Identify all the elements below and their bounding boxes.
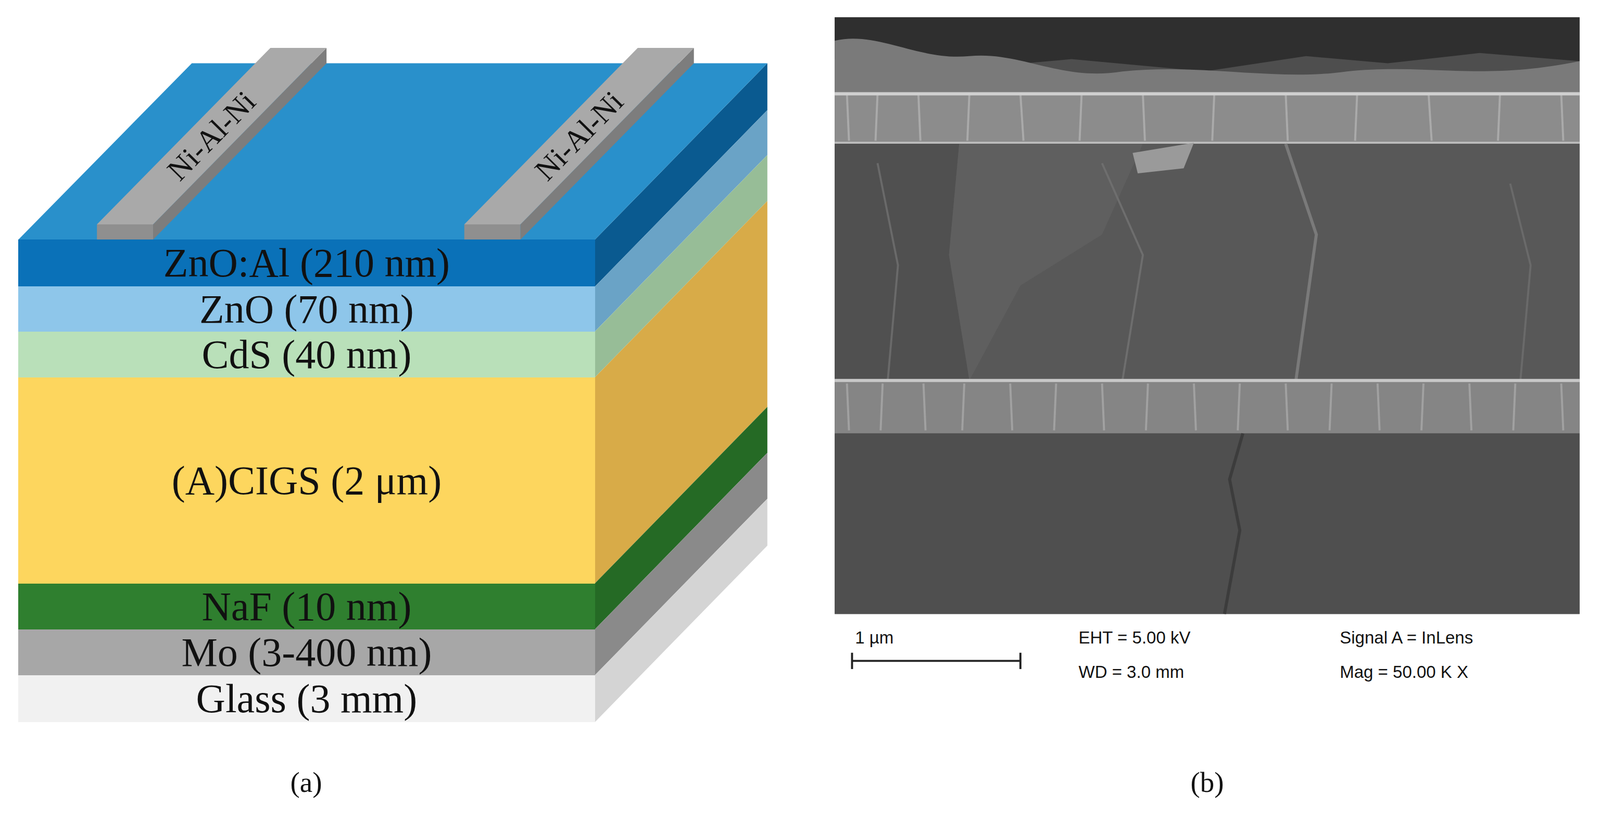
drawing-part — [834, 91, 1580, 143]
drawing-part — [1285, 383, 1288, 431]
drawing-part — [1053, 383, 1056, 431]
drawing-part — [1132, 142, 1194, 174]
drawing-part — [464, 47, 695, 225]
drawing-part — [1145, 383, 1149, 431]
drawing-part — [851, 659, 1020, 662]
scale-bar — [851, 652, 1020, 670]
drawing-part — [1329, 383, 1332, 431]
layer-band: CdS (40 nm) — [18, 331, 595, 378]
drawing-part — [1224, 433, 1243, 615]
drawing-part — [464, 224, 521, 240]
layer-label: NaF (10 nm) — [201, 586, 412, 627]
drawing-part — [880, 383, 883, 431]
drawing-part — [1142, 93, 1145, 141]
drawing-part — [1020, 93, 1024, 141]
drawing-part — [1285, 143, 1317, 381]
layer-label: (A)CIGS (2 μm) — [171, 460, 442, 501]
sem-info: EHT = 5.00 kV — [1078, 628, 1191, 648]
drawing-part — [834, 17, 1580, 614]
drawing-part — [834, 92, 1580, 96]
drawing-part — [1079, 93, 1082, 141]
sem-info: Signal A = InLens — [1339, 628, 1473, 648]
drawing-part — [1237, 383, 1240, 431]
layer-band: NaF (10 nm) — [18, 583, 595, 630]
drawing-part — [1421, 383, 1424, 431]
drawing-part — [1469, 383, 1472, 431]
sem-info: Mag = 50.00 K X — [1339, 662, 1469, 682]
drawing-part — [1497, 93, 1501, 141]
drawing-part — [949, 143, 1143, 381]
drawing-part — [1428, 93, 1432, 141]
sem-info: 1 µm — [854, 628, 894, 648]
drawing-part — [850, 652, 853, 670]
drawing-part — [847, 93, 1564, 141]
sem-info: WD = 3.0 mm — [1078, 662, 1185, 682]
drawing-part — [834, 379, 1580, 383]
contact-label: Ni-Al-Ni — [529, 85, 629, 186]
drawing-part — [96, 224, 154, 240]
drawing-part — [96, 47, 327, 225]
drawing-part — [1510, 183, 1531, 381]
layer-label: ZnO (70 nm) — [199, 288, 414, 330]
layer-band: Glass (3 mm) — [18, 675, 595, 723]
panel-label: (a) — [290, 766, 322, 799]
drawing-part — [847, 93, 850, 141]
layer-label: ZnO:Al (210 nm) — [163, 242, 450, 284]
contact-label: Ni-Al-Ni — [161, 85, 261, 186]
drawing-part — [1561, 93, 1564, 141]
drawing-part — [847, 383, 1564, 431]
drawing-part — [1102, 162, 1143, 381]
contact-bar: Ni-Al-Ni — [486, 42, 673, 231]
layer-band: ZnO:Al (210 nm) — [18, 239, 595, 287]
drawing-part — [1019, 652, 1022, 670]
drawing-part — [923, 383, 926, 431]
drawing-part — [967, 93, 970, 141]
drawing-part — [1285, 93, 1288, 141]
drawing-part — [962, 383, 965, 431]
layer-band: (A)CIGS (2 μm) — [18, 377, 595, 584]
drawing-part — [1212, 93, 1215, 141]
drawing-part — [834, 141, 1580, 144]
drawing-part — [877, 162, 898, 381]
layer-label: Glass (3 mm) — [196, 678, 418, 720]
contact-bars — [96, 47, 694, 240]
drawing-part — [1193, 383, 1196, 431]
drawing-part — [595, 498, 768, 723]
sem-image — [834, 17, 1580, 614]
layer-label: CdS (40 nm) — [201, 334, 412, 375]
drawing-part — [918, 93, 921, 141]
drawing-part — [834, 143, 970, 381]
drawing-part — [834, 433, 1580, 615]
drawing-part — [834, 380, 1580, 434]
layer-band: Mo (3-400 nm) — [18, 629, 595, 676]
panel-label: (b) — [1190, 766, 1224, 799]
drawing-part — [1561, 383, 1564, 431]
contact-bar: Ni-Al-Ni — [118, 42, 305, 231]
drawing-part — [834, 38, 1580, 97]
layer-band: ZnO (70 nm) — [18, 286, 595, 332]
drawing-part — [834, 143, 1580, 381]
layer-label: Mo (3-400 nm) — [181, 632, 432, 673]
drawing-part — [847, 383, 850, 431]
drawing-part — [1010, 383, 1013, 431]
drawing-part — [1377, 383, 1380, 431]
drawing-part — [1102, 383, 1105, 431]
drawing-part — [1355, 93, 1358, 141]
drawing-part — [1513, 383, 1516, 431]
drawing-part — [875, 93, 878, 141]
